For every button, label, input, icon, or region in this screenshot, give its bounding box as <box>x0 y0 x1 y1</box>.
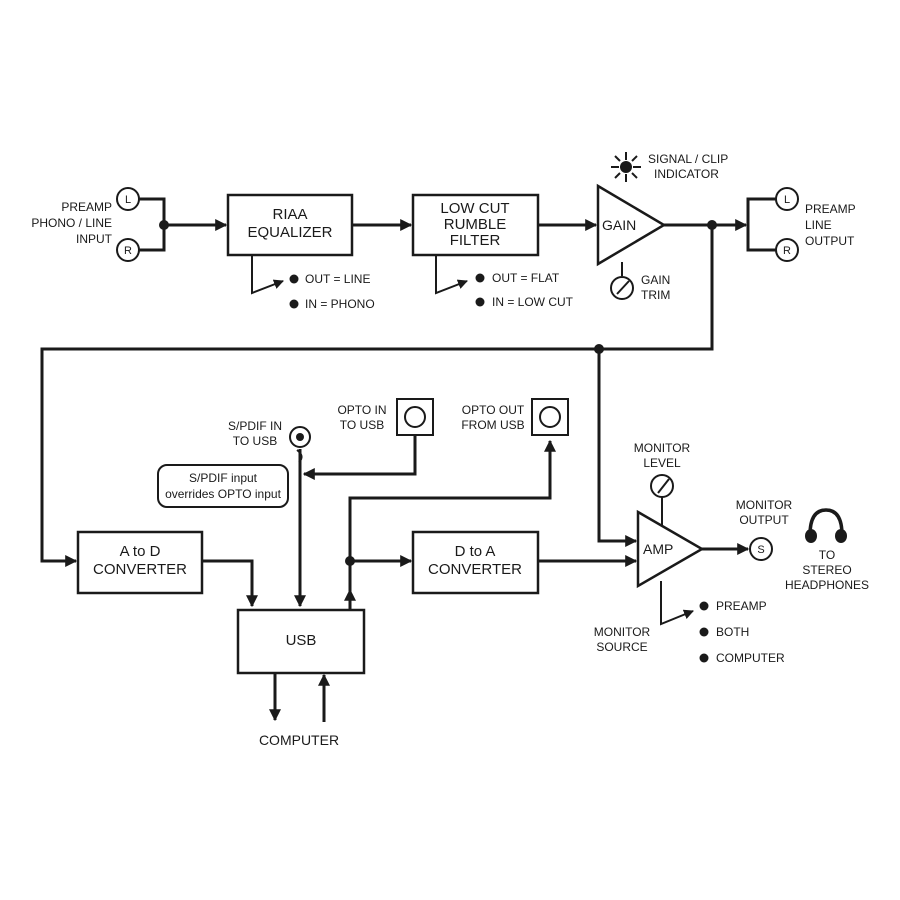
opto-in-label-1: OPTO IN <box>337 403 386 417</box>
headphones-icon <box>805 508 847 543</box>
input-section: PREAMP PHONO / LINE INPUT L R <box>31 187 228 262</box>
svg-text:D to A: D to A <box>455 543 496 560</box>
wire-to-adc <box>40 225 714 567</box>
monitor-opt-both: BOTH <box>716 625 749 639</box>
gain-trim-knob-icon[interactable] <box>610 262 634 300</box>
clip-label-1: SIGNAL / CLIP <box>648 152 728 166</box>
usb-block: USB <box>236 608 366 675</box>
svg-text:EQUALIZER: EQUALIZER <box>247 224 332 241</box>
opto-out-label-2: FROM USB <box>461 418 524 432</box>
monitor-level-label-2: LEVEL <box>643 456 681 470</box>
lowcut-opt-in: IN = LOW CUT <box>492 295 574 309</box>
svg-text:RIAA: RIAA <box>272 206 307 223</box>
opto-out-label-1: OPTO OUT <box>462 403 525 417</box>
riaa-switch[interactable]: OUT = LINE IN = PHONO <box>251 255 375 311</box>
opto-in-port-icon[interactable] <box>396 398 434 436</box>
output-wire <box>746 197 776 252</box>
svg-text:LOW CUT: LOW CUT <box>440 200 509 217</box>
spdif-label-2: TO USB <box>233 434 277 448</box>
lowcut-switch[interactable]: OUT = FLAT IN = LOW CUT <box>435 255 574 309</box>
spdif-jack-icon[interactable] <box>289 426 311 448</box>
wire-adc-to-usb <box>202 559 258 608</box>
input-label-2: PHONO / LINE <box>31 216 112 230</box>
wire-crossover <box>296 449 303 463</box>
svg-text:FILTER: FILTER <box>450 232 501 249</box>
opto-in-label-2: TO USB <box>340 418 384 432</box>
monitor-source-label-1: MONITOR <box>594 625 651 639</box>
adc-converter: A to D CONVERTER <box>76 530 204 595</box>
svg-text:A to D: A to D <box>120 543 161 560</box>
output-label-2: LINE <box>805 218 832 232</box>
opto-out-port-icon[interactable] <box>531 398 569 436</box>
lowcut-opt-out: OUT = FLAT <box>492 271 560 285</box>
input-label-3: INPUT <box>76 232 113 246</box>
svg-text:L: L <box>784 194 790 206</box>
input-label-1: PREAMP <box>61 200 112 214</box>
gain-trim-label-1: GAIN <box>641 273 670 287</box>
monitor-output-label-2: OUTPUT <box>739 513 789 527</box>
monitor-level-knob-icon[interactable] <box>650 474 674 526</box>
headphones-label-3: HEADPHONES <box>785 578 869 592</box>
output-label-3: OUTPUT <box>805 234 855 248</box>
input-jack-l[interactable]: L <box>116 187 140 211</box>
output-jack-l[interactable]: L <box>775 187 799 211</box>
spdif-label-1: S/PDIF IN <box>228 419 282 433</box>
gain-trim-label-2: TRIM <box>641 288 670 302</box>
output-jack-r[interactable]: R <box>775 238 799 262</box>
svg-text:AMP: AMP <box>643 541 673 557</box>
input-jack-r[interactable]: R <box>116 238 140 262</box>
svg-text:R: R <box>124 245 132 257</box>
spdif-note: S/PDIF input overrides OPTO input <box>157 464 289 508</box>
wire-to-opto-out <box>348 439 556 592</box>
lowcut-filter: LOW CUT RUMBLE FILTER <box>411 193 540 257</box>
svg-text:GAIN: GAIN <box>602 217 636 233</box>
svg-text:CONVERTER: CONVERTER <box>428 561 522 578</box>
riaa-opt-in: IN = PHONO <box>305 297 375 311</box>
computer-label: COMPUTER <box>259 732 339 748</box>
monitor-jack-s[interactable]: S <box>749 537 773 561</box>
svg-text:R: R <box>783 245 791 257</box>
svg-text:L: L <box>125 194 131 206</box>
svg-text:CONVERTER: CONVERTER <box>93 561 187 578</box>
signal-clip-led-icon <box>611 152 641 182</box>
monitor-source-label-2: SOURCE <box>596 640 647 654</box>
output-label-1: PREAMP <box>805 202 856 216</box>
gain-amp: GAIN <box>596 183 667 267</box>
headphones-label-1: TO <box>819 548 835 562</box>
monitor-level-label-1: MONITOR <box>634 441 691 455</box>
wire-opto-in <box>302 435 417 480</box>
riaa-opt-out: OUT = LINE <box>305 272 370 286</box>
svg-text:S/PDIF input: S/PDIF input <box>189 471 258 485</box>
riaa-equalizer: RIAA EQUALIZER <box>226 193 354 257</box>
clip-label-2: INDICATOR <box>654 167 719 181</box>
svg-text:USB: USB <box>286 632 317 649</box>
svg-text:RUMBLE: RUMBLE <box>444 216 507 233</box>
monitor-opt-computer: COMPUTER <box>716 651 785 665</box>
svg-text:S: S <box>757 544 764 556</box>
svg-text:overrides OPTO input: overrides OPTO input <box>165 487 281 501</box>
monitor-amp: AMP <box>636 509 705 589</box>
wire-preamp-to-monitor <box>597 349 638 547</box>
dac-converter: D to A CONVERTER <box>411 530 540 595</box>
monitor-source-switch[interactable]: PREAMP BOTH COMPUTER <box>660 581 785 665</box>
monitor-output-label-1: MONITOR <box>736 498 793 512</box>
headphones-label-2: STEREO <box>802 563 851 577</box>
monitor-opt-preamp: PREAMP <box>716 599 767 613</box>
